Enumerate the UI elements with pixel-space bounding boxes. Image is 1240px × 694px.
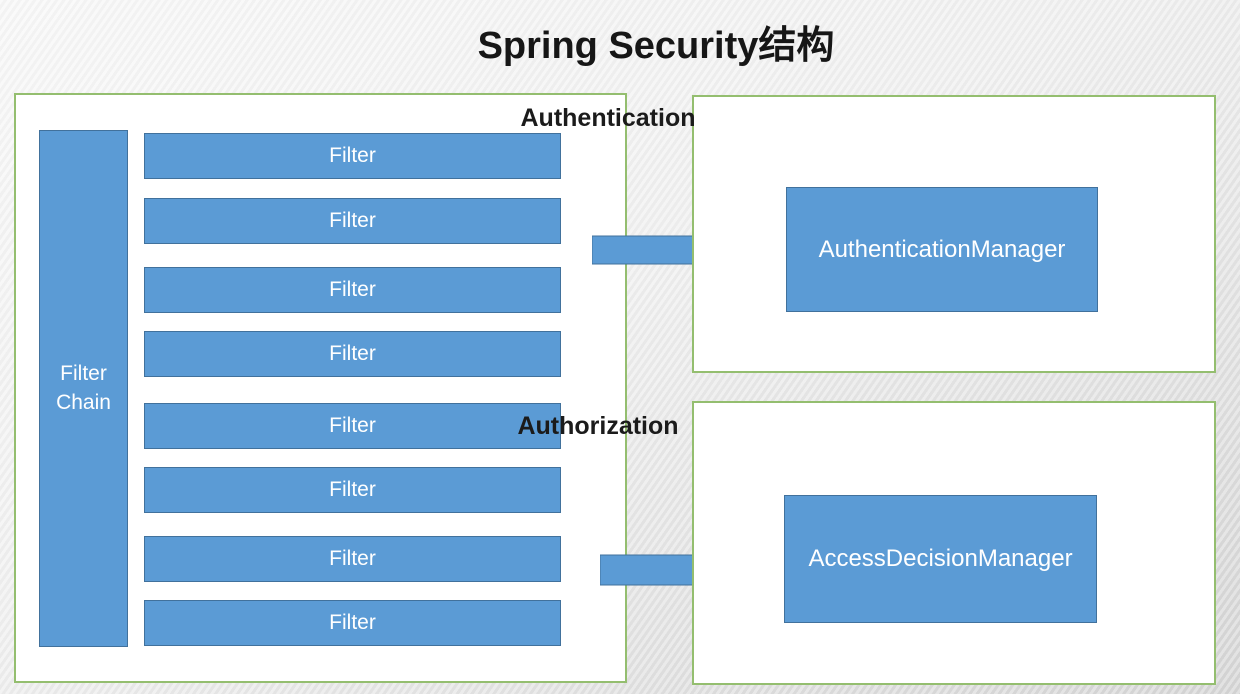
authorization-title-label: Authorization [517,412,679,440]
filter-chain-label: Filter Chain [56,361,111,414]
filter-bar-label: Filter [329,478,376,501]
filter-bar-label: Filter [329,278,376,301]
filter-bar: Filter [144,467,561,513]
authorization-manager-label: AccessDecisionManager [808,545,1073,572]
filter-bar: Filter [144,198,561,244]
authentication-manager-box: AuthenticationManager [786,187,1098,312]
filter-bar: Filter [144,267,561,313]
authorization-title: Authorization [0,412,1240,441]
filter-bar-label: Filter [329,144,376,167]
authentication-title: Authentication [0,104,1240,133]
authentication-title-label: Authentication [520,104,696,132]
filter-bar-label: Filter [329,342,376,365]
page-title: Spring Security结构 [477,25,835,67]
filter-bar: Filter [144,536,561,582]
authorization-manager-box: AccessDecisionManager [784,495,1097,623]
filter-chain-box: Filter Chain [39,130,128,647]
filter-bar: Filter [144,600,561,646]
filter-bar-label: Filter [329,209,376,232]
filter-bar: Filter [144,403,561,449]
filter-bar-label: Filter [329,414,376,437]
filter-bar: Filter [144,133,561,179]
filter-bar-label: Filter [329,611,376,634]
authentication-manager-label: AuthenticationManager [818,235,1066,263]
filter-bar: Filter [144,331,561,377]
filter-bar-label: Filter [329,547,376,570]
